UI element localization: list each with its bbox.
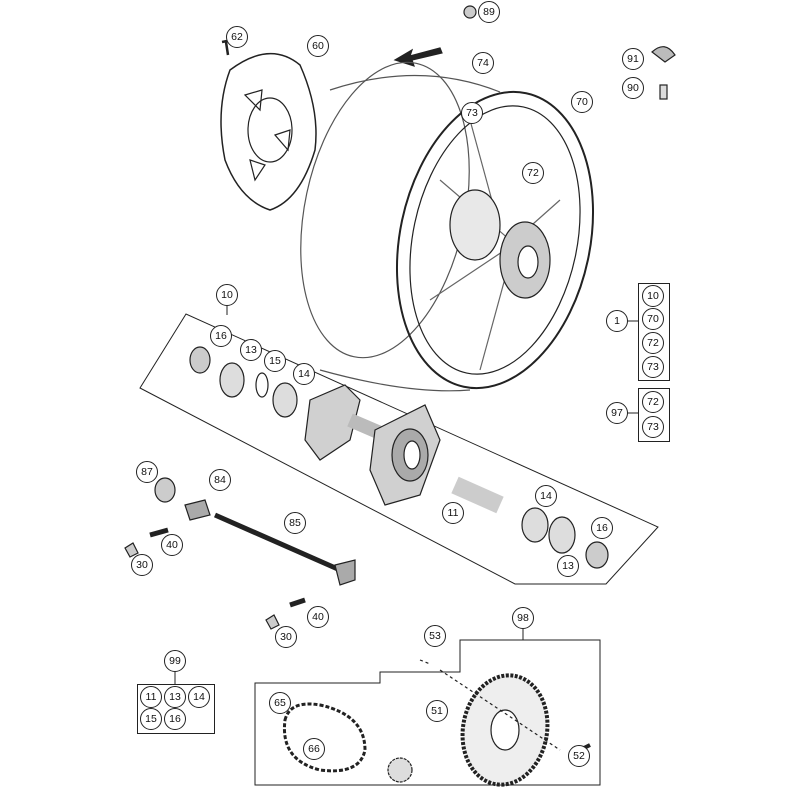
callout-72[interactable]: 72 — [522, 162, 544, 184]
kit-99-item[interactable]: 16 — [164, 708, 186, 730]
callout-97[interactable]: 97 — [606, 402, 628, 424]
callout-16[interactable]: 16 — [210, 325, 232, 347]
brake-disc — [220, 53, 317, 211]
callout-91[interactable]: 91 — [622, 48, 644, 70]
kit-99-item[interactable]: 14 — [188, 686, 210, 708]
callout-87[interactable]: 87 — [136, 461, 158, 483]
callout-84[interactable]: 84 — [209, 469, 231, 491]
callout-99[interactable]: 99 — [164, 650, 186, 672]
kit-99-item[interactable]: 11 — [140, 686, 162, 708]
callout-13[interactable]: 13 — [240, 339, 262, 361]
callout-66[interactable]: 66 — [303, 738, 325, 760]
callout-53[interactable]: 53 — [424, 625, 446, 647]
chain — [282, 702, 367, 773]
callout-10[interactable]: 10 — [216, 284, 238, 306]
callout-40[interactable]: 40 — [161, 534, 183, 556]
callout-51[interactable]: 51 — [426, 700, 448, 722]
rim-outer — [395, 90, 595, 390]
rotation-arrow-icon — [393, 47, 443, 67]
callout-15[interactable]: 15 — [264, 350, 286, 372]
hub-assembly-frame — [139, 313, 659, 585]
callout-40b[interactable]: 40 — [307, 606, 329, 628]
kit-1-item[interactable]: 72 — [642, 332, 664, 354]
callout-90[interactable]: 90 — [622, 77, 644, 99]
kit-97-item[interactable]: 72 — [642, 391, 664, 413]
callout-62[interactable]: 62 — [226, 26, 248, 48]
kit-1-item[interactable]: 10 — [642, 285, 664, 307]
callout-89[interactable]: 89 — [478, 1, 500, 23]
kit-1-item[interactable]: 70 — [642, 308, 664, 330]
kit-99-item[interactable]: 15 — [140, 708, 162, 730]
kit-99-item[interactable]: 13 — [164, 686, 186, 708]
callout-60[interactable]: 60 — [307, 35, 329, 57]
callout-16b[interactable]: 16 — [591, 517, 613, 539]
callout-65[interactable]: 65 — [269, 692, 291, 714]
callout-1[interactable]: 1 — [606, 310, 628, 332]
kit-97-item[interactable]: 73 — [642, 416, 664, 438]
callout-85[interactable]: 85 — [284, 512, 306, 534]
rim-inner — [409, 105, 581, 375]
callout-73[interactable]: 73 — [461, 102, 483, 124]
callout-13b[interactable]: 13 — [557, 555, 579, 577]
callout-14b[interactable]: 14 — [535, 485, 557, 507]
callout-70[interactable]: 70 — [571, 91, 593, 113]
callout-98[interactable]: 98 — [512, 607, 534, 629]
chain-sprocket-frame — [254, 639, 601, 786]
callout-74[interactable]: 74 — [472, 52, 494, 74]
callout-14[interactable]: 14 — [293, 363, 315, 385]
callout-30b[interactable]: 30 — [275, 626, 297, 648]
callout-30[interactable]: 30 — [131, 554, 153, 576]
callout-11[interactable]: 11 — [442, 502, 464, 524]
kit-1-item[interactable]: 73 — [642, 356, 664, 378]
callout-52[interactable]: 52 — [568, 745, 590, 767]
front-sprocket — [387, 757, 413, 783]
